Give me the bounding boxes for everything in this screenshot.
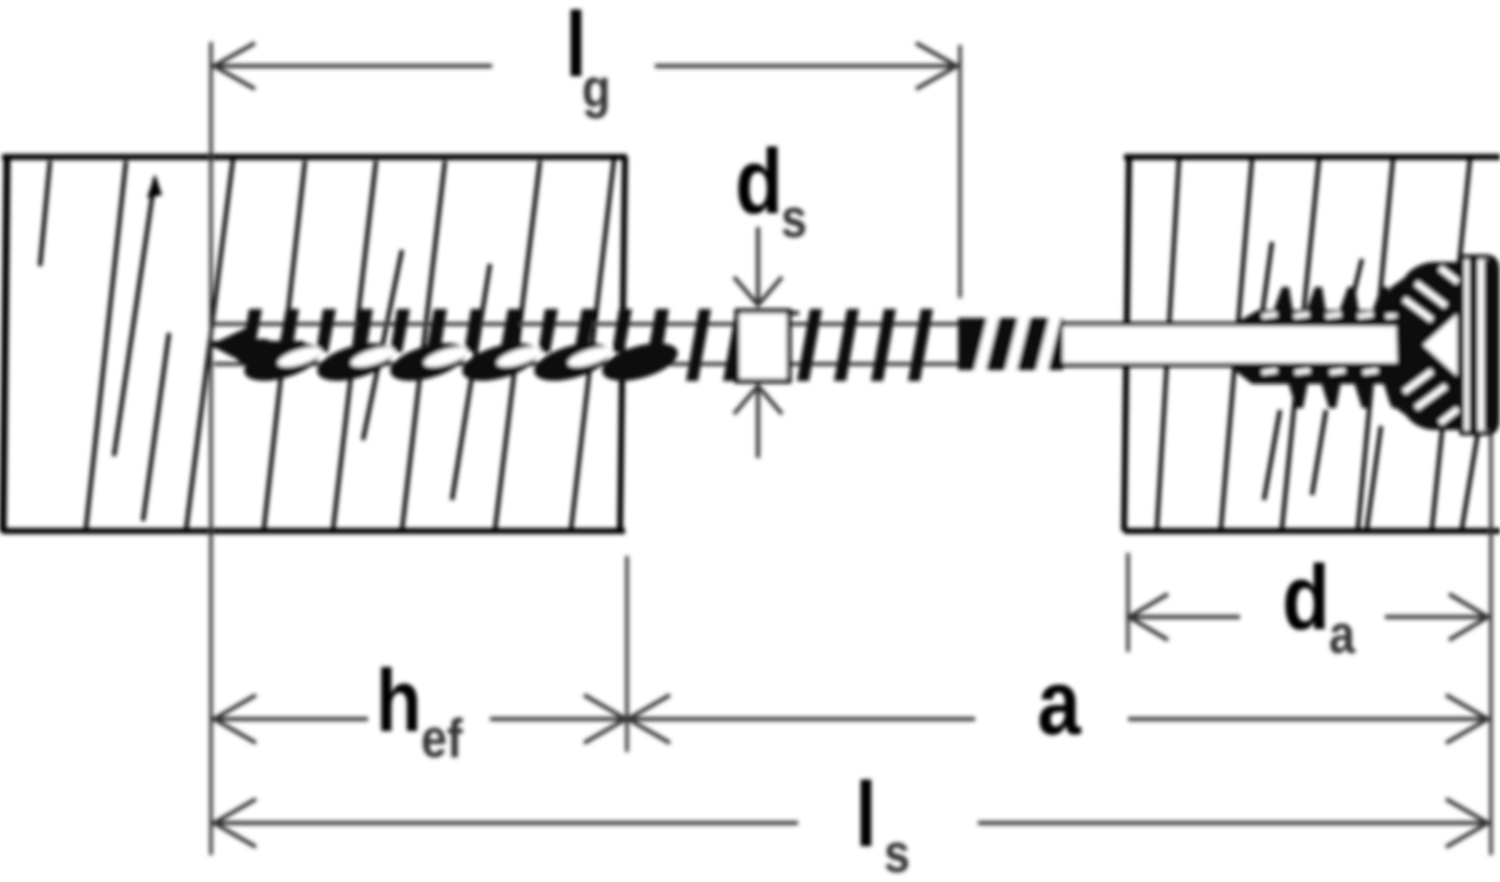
svg-text:g: g — [582, 57, 611, 118]
svg-text:s: s — [781, 187, 807, 248]
svg-text:l: l — [565, 0, 587, 96]
svg-text:ef: ef — [421, 707, 463, 768]
svg-text:s: s — [884, 822, 910, 882]
svg-text:h: h — [376, 652, 422, 750]
svg-text:d: d — [735, 131, 783, 233]
svg-text:l: l — [855, 764, 877, 866]
svg-text:a: a — [1329, 603, 1356, 664]
svg-text:d: d — [1282, 547, 1330, 649]
svg-text:a: a — [1037, 652, 1082, 754]
